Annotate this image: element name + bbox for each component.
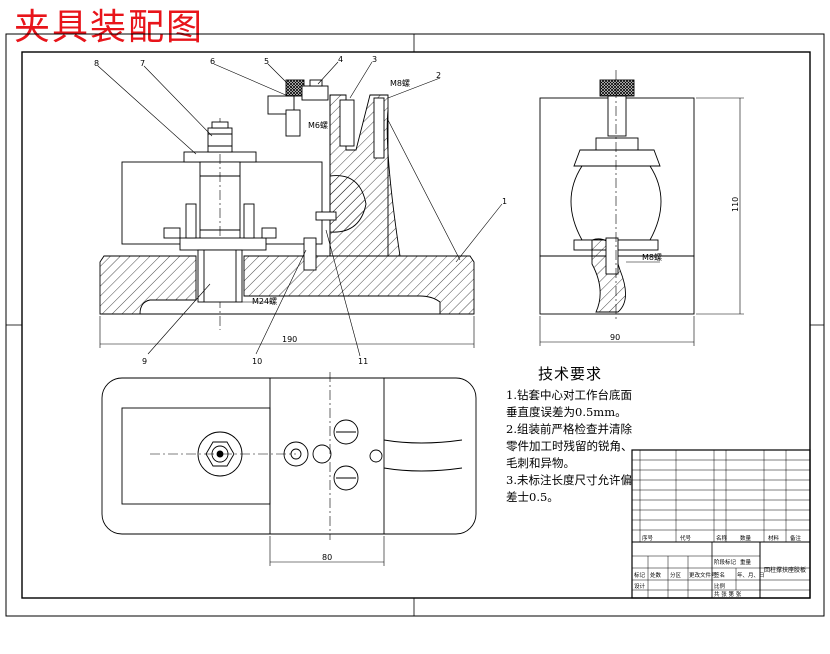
drawing-frame bbox=[5, 33, 825, 617]
tb-stage: 阶段标记 bbox=[714, 558, 737, 566]
plan-view bbox=[101, 372, 477, 540]
tb-design: 设计 bbox=[634, 582, 646, 590]
technical-requirements: 技术要求 1.钻套中心对工作台底面垂直度误差为0.5mm。 2.组装前严格检查并… bbox=[506, 366, 634, 506]
tb-sign-mark: 标记 bbox=[634, 571, 646, 579]
dim-m8-top: M8螺 bbox=[390, 78, 410, 88]
plan-dimensions bbox=[269, 536, 385, 566]
front-dimensions bbox=[97, 61, 503, 357]
tb-label-material: 材料 bbox=[768, 534, 780, 542]
dim-side-m8: M8螺 bbox=[642, 252, 662, 262]
side-dimensions bbox=[539, 97, 744, 346]
dim-side-height: 110 bbox=[731, 197, 740, 212]
front-dim-labels: 190 M24螺 M6螺 M8螺 bbox=[252, 78, 410, 344]
tech-item-3: 3.未标注长度尺寸允许偏差士0.5。 bbox=[506, 473, 632, 504]
page-title: 夹具装配图 bbox=[14, 7, 205, 48]
tb-label-qty: 数量 bbox=[740, 534, 752, 542]
tb-label-remark: 备注 bbox=[790, 534, 802, 542]
tb-scale: 比例 bbox=[714, 582, 726, 590]
balloon-2: 2 bbox=[436, 71, 441, 80]
front-view bbox=[99, 79, 475, 330]
balloon-11: 11 bbox=[358, 357, 368, 366]
balloon-7: 7 bbox=[140, 59, 145, 68]
balloon-5: 5 bbox=[264, 57, 269, 66]
dim-m24: M24螺 bbox=[252, 296, 277, 306]
tech-item-2: 2.组装前严格检查并清除零件加工时残留的锐角、毛刺和异物。 bbox=[506, 422, 633, 470]
tb-sign-zone: 分区 bbox=[670, 571, 682, 579]
tb-weight: 重量 bbox=[740, 558, 752, 566]
dim-m6: M6螺 bbox=[308, 120, 328, 130]
tb-label-name: 名称 bbox=[716, 534, 728, 542]
balloon-8: 8 bbox=[94, 59, 99, 68]
balloon-6: 6 bbox=[210, 57, 215, 66]
balloon-9: 9 bbox=[142, 357, 147, 366]
tech-heading: 技术要求 bbox=[537, 365, 602, 383]
dim-side-width: 90 bbox=[610, 333, 620, 342]
title-block-text: 序号 代号 名称 数量 材料 备注 标记 处数 分区 更改文件号 签名 年、月、… bbox=[634, 534, 806, 598]
tech-item-1: 1.钻套中心对工作台底面垂直度误差为0.5mm。 bbox=[506, 388, 632, 419]
tb-label-code: 代号 bbox=[680, 534, 692, 542]
tb-sign-count: 处数 bbox=[650, 571, 662, 579]
tb-sign-signature: 签名 bbox=[714, 571, 725, 579]
balloon-10: 10 bbox=[252, 357, 262, 366]
balloon-1: 1 bbox=[502, 197, 507, 206]
tb-sign-docno: 更改文件号 bbox=[689, 571, 717, 579]
tb-drawing-name: 回柱撑扶座胶板 bbox=[764, 566, 806, 574]
balloon-4: 4 bbox=[338, 55, 343, 64]
balloon-labels: 8 7 6 5 4 3 2 1 9 10 11 bbox=[94, 55, 507, 366]
balloon-3: 3 bbox=[372, 55, 377, 64]
title-block bbox=[631, 449, 811, 599]
side-dim-labels: 90 110 M8螺 bbox=[610, 197, 740, 342]
dim-front-width: 190 bbox=[282, 335, 297, 344]
tb-label-index: 序号 bbox=[642, 534, 654, 542]
dim-plan-width: 80 bbox=[322, 553, 332, 562]
side-view bbox=[539, 70, 695, 320]
tb-sheet: 共 张 第 张 bbox=[714, 590, 742, 598]
tb-sign-date: 年、月、日 bbox=[737, 571, 765, 579]
